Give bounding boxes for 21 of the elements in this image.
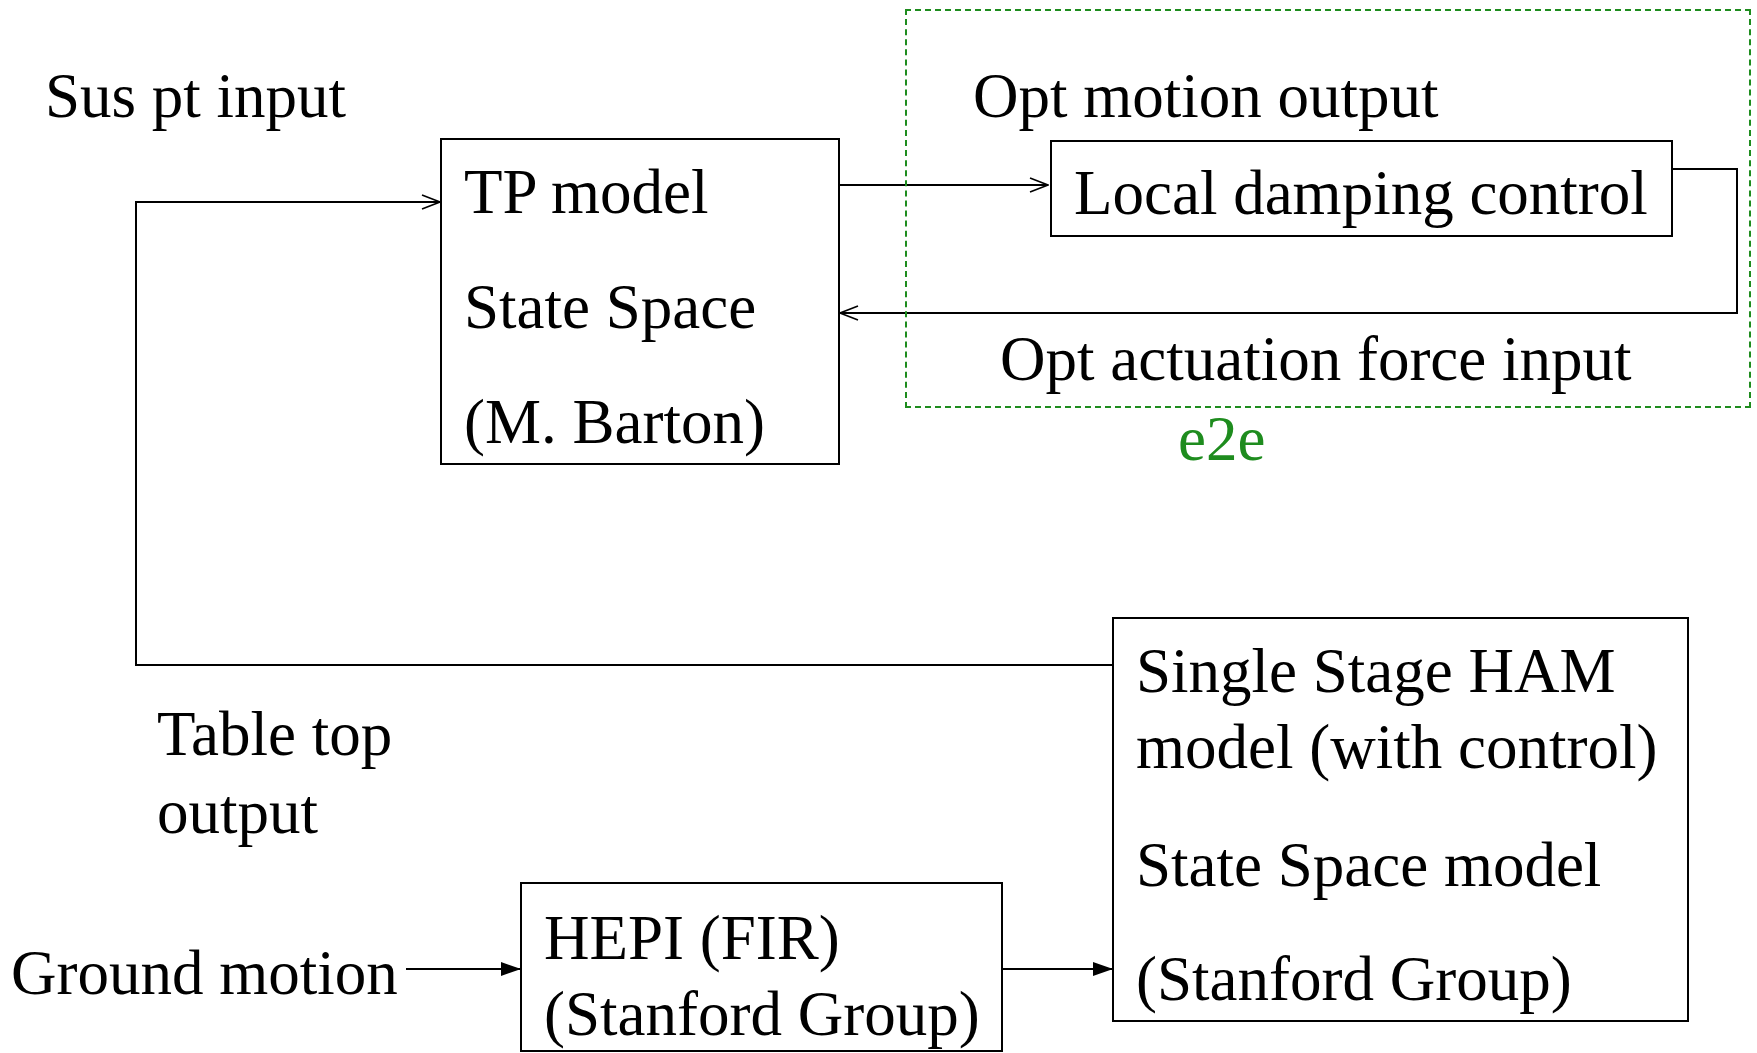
box-text: (Stanford Group) xyxy=(1136,943,1572,1016)
annotation-text: Table top output xyxy=(157,698,394,849)
box-text: State Space xyxy=(464,271,757,344)
annotation-text: Sus pt input xyxy=(45,60,347,133)
arrow xyxy=(135,194,1113,666)
process-box xyxy=(440,138,840,465)
arrow xyxy=(839,168,1738,321)
arrow xyxy=(839,177,1049,193)
arrow xyxy=(405,962,521,976)
group-label: e2e xyxy=(1178,403,1266,476)
box-text: Single Stage HAM model (with control) xyxy=(1136,635,1659,784)
arrow xyxy=(1002,962,1113,976)
box-text: Ground motion xyxy=(11,937,398,1010)
box-text: HEPI (FIR) (Stanford Group) xyxy=(544,902,981,1051)
box-text: Local damping control xyxy=(1074,157,1648,230)
box-text: TP model xyxy=(464,156,709,229)
process-box xyxy=(520,882,1003,1052)
box-text: State Space model xyxy=(1136,829,1602,902)
process-box xyxy=(1050,140,1673,237)
box-text: (M. Barton) xyxy=(464,386,765,459)
process-box xyxy=(1112,617,1689,1022)
